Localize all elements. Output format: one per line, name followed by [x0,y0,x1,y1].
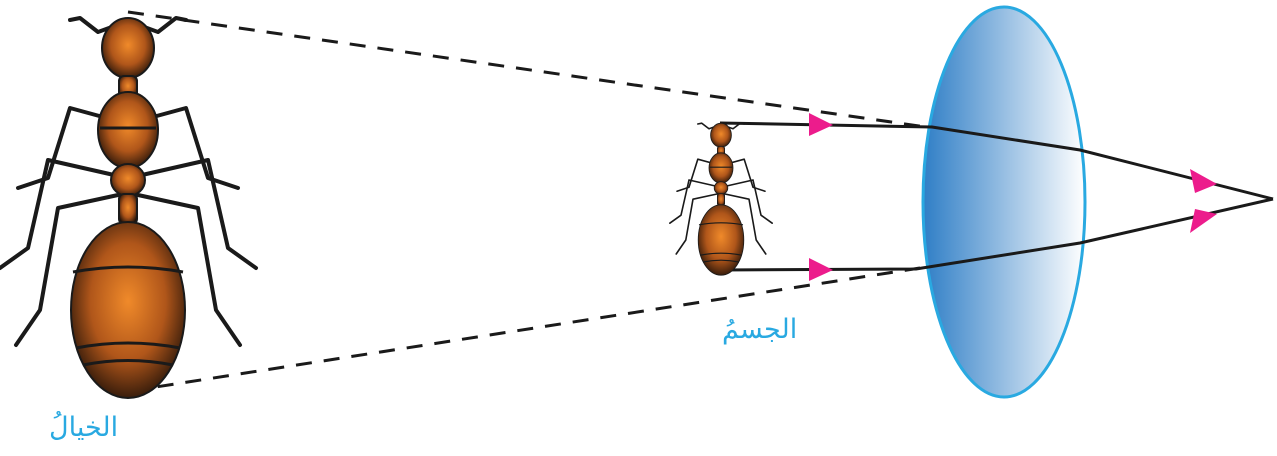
arrow-ray-bottom-1 [809,258,833,281]
converging-lens-icon [921,5,1087,399]
image-label: الخيالُ [49,412,119,443]
ant-object-icon [668,122,774,277]
ant-image-icon [0,16,258,400]
arrow-ray-top-2 [1190,169,1217,193]
dashed-line-top [127,10,927,129]
object-label: الجسمُ [722,314,798,345]
arrow-ray-bottom-2 [1190,209,1217,233]
dashed-line-bottom [129,266,921,393]
arrow-ray-top-1 [809,113,833,136]
